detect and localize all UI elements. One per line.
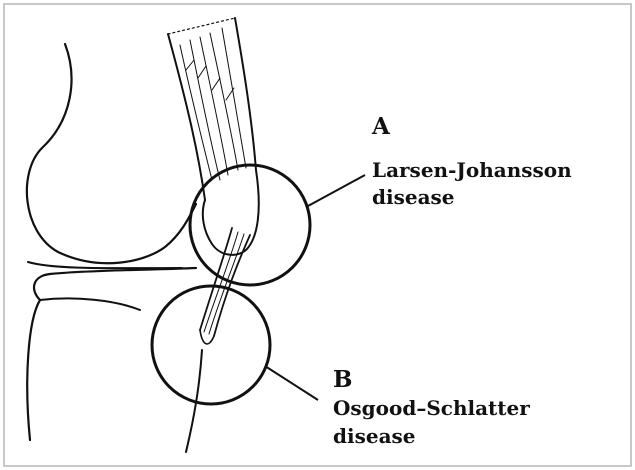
label-a-disease: disease: [372, 185, 455, 209]
figure-frame: [4, 4, 631, 466]
label-b-letter: B: [333, 366, 352, 393]
label-a-letter: A: [371, 113, 391, 140]
label-a-name: Larsen-Johansson: [372, 158, 572, 182]
label-b-disease: disease: [333, 424, 416, 448]
label-b-name: Osgood–Schlatter: [333, 396, 530, 420]
